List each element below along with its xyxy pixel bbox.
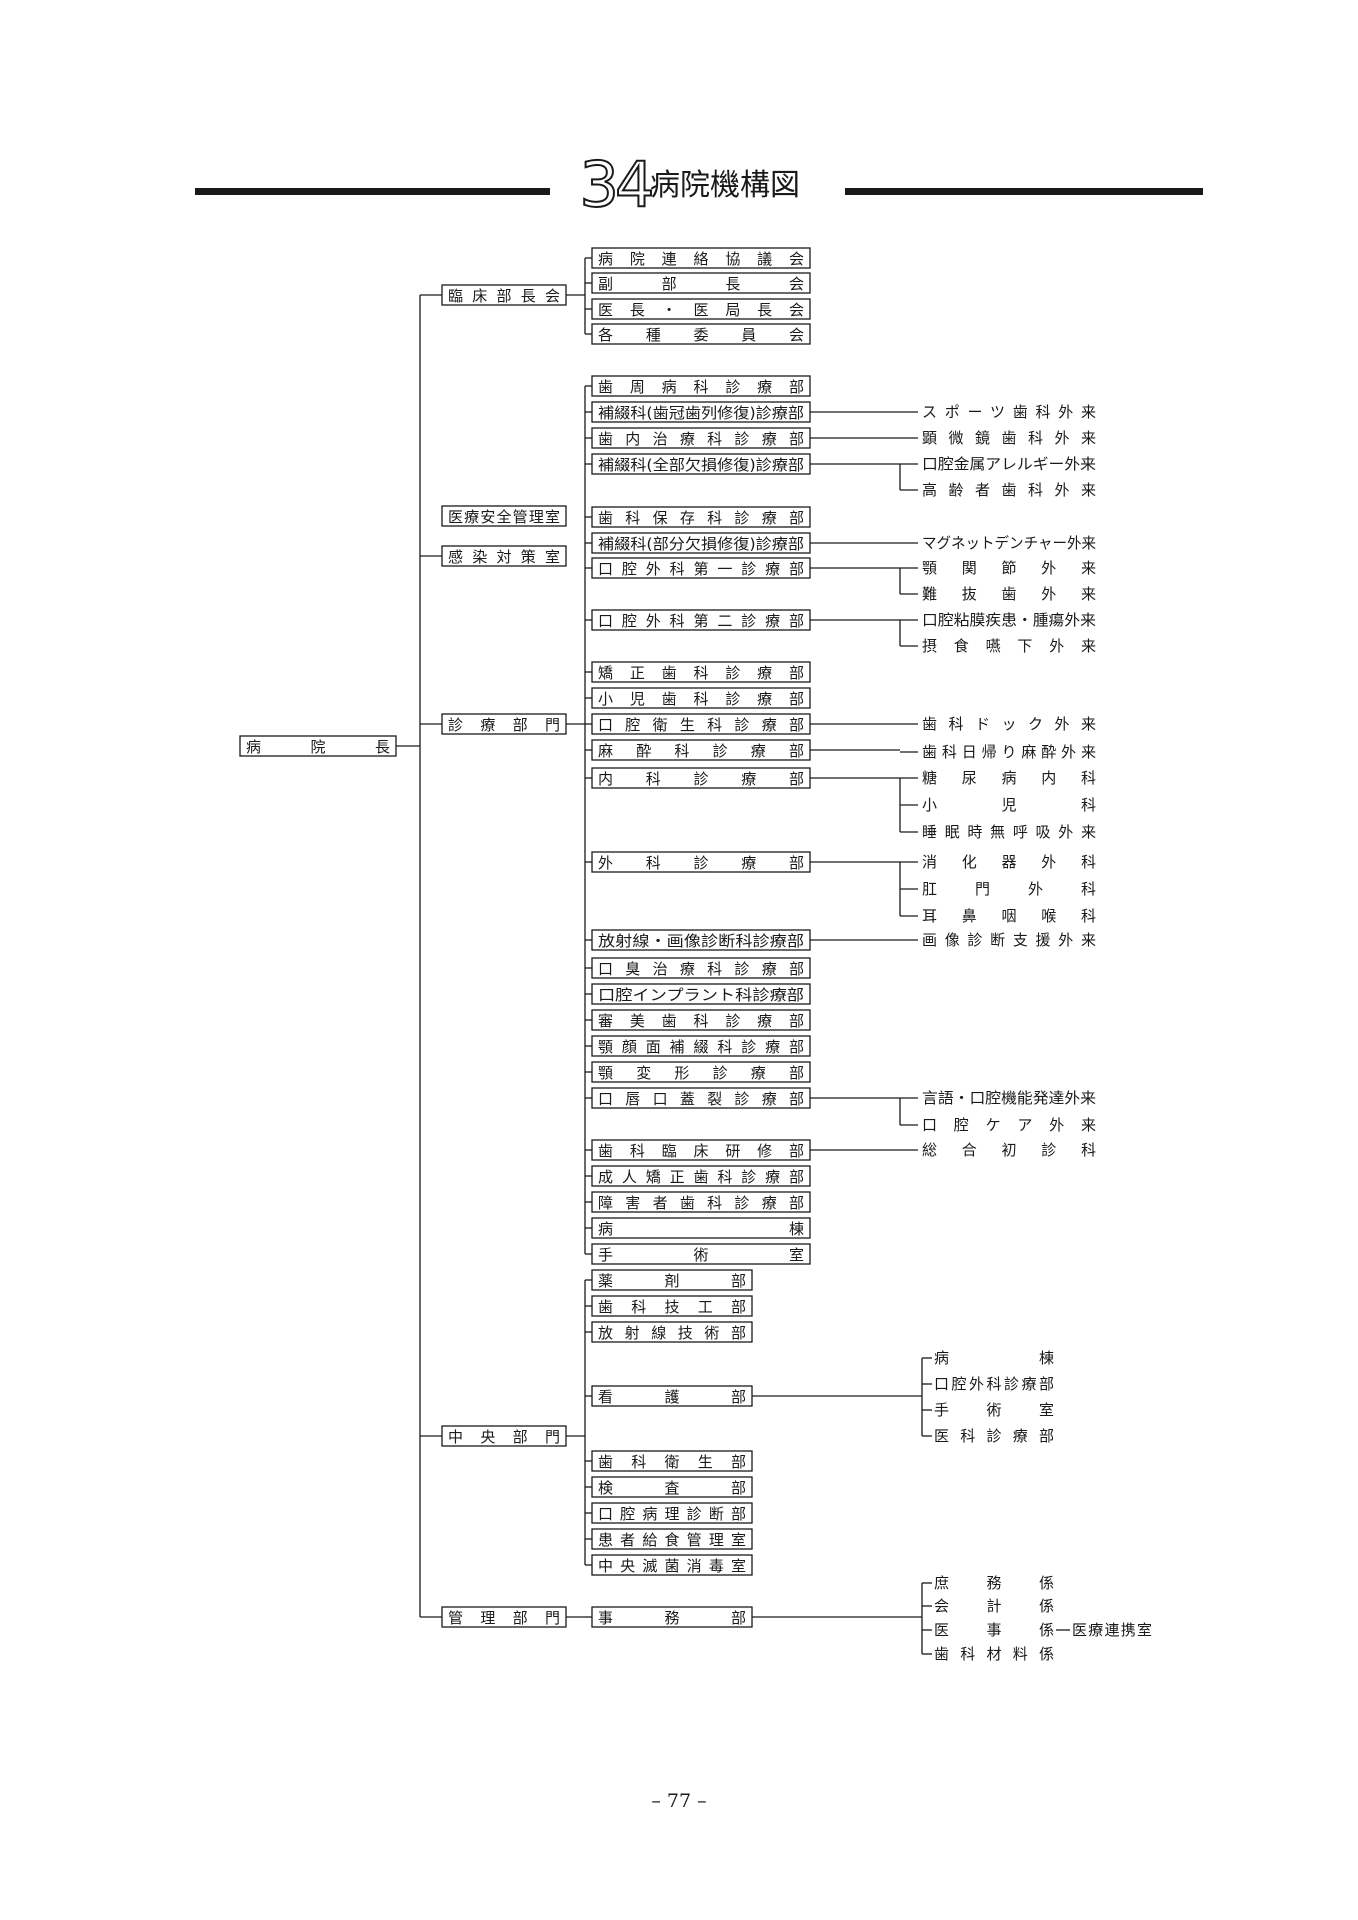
shinryo-child-item-label: 補綴科(部分欠損修復)診療部 — [598, 535, 804, 553]
jimu-label: 事 務 部 — [598, 1609, 746, 1627]
shinryo-child-item-box — [591, 661, 811, 683]
shinryo-child-item-box — [591, 1165, 811, 1187]
shinryo-child-item-label: 外科診療部 — [598, 854, 804, 872]
clinic-label: 言語・口腔機能発達外来 — [922, 1089, 1096, 1107]
shinryo-child-item-label: 成人矯正歯科診療部 — [598, 1168, 804, 1186]
shinryo-child-item-label: 顎顔面補綴科診療部 — [598, 1038, 804, 1056]
jimu-item-label: 歯科材料係 — [934, 1645, 1054, 1663]
chuo-child-item-box — [591, 1295, 753, 1317]
jimu-item-label: 庶務係 — [934, 1574, 1054, 1592]
page-header: 34 病院機構図 — [0, 0, 1358, 260]
shinryo-child-item-box — [591, 1191, 811, 1213]
rinsho-child-item-label: 各種委員会 — [598, 326, 804, 344]
chuo-child-item-label: 患者給食管理室 — [598, 1531, 746, 1549]
chuo-child-item-box — [591, 1476, 753, 1498]
clinic-label: マグネットデンチャー外来 — [922, 534, 1096, 552]
clinic-label: 高齢者歯科外来 — [922, 481, 1096, 499]
shinryo-child-item-box — [591, 1035, 811, 1057]
chuo-child-item-box — [591, 1554, 753, 1576]
clinic-label: 難抜歯外来 — [922, 585, 1096, 603]
kango-item-label: 医科診療部 — [934, 1427, 1054, 1445]
jimu-item-label: 医事係 — [934, 1621, 1054, 1639]
clinic-label: 歯科日帰り麻酔外来 — [922, 743, 1096, 761]
shinryo-child-item-label: 補綴科(全部欠損修復)診療部 — [598, 456, 804, 474]
dept-iryoanzen-label: 医療安全管理室 — [448, 508, 560, 526]
clinic-label: 歯科ドック外来 — [922, 715, 1096, 733]
shinryo-child-item-box — [591, 687, 811, 709]
clinic-label: 総合初診科 — [922, 1141, 1096, 1159]
clinic-label: スポーツ歯科外来 — [922, 403, 1096, 421]
kango-item-label: 病 棟 — [934, 1349, 1054, 1367]
dept-iryoanzen-box — [441, 505, 567, 527]
shinryo-child-item-box — [591, 1243, 811, 1265]
header-rule-right — [845, 188, 1203, 195]
jimu-item-label: 会計係 — [934, 1597, 1054, 1615]
kango-item-label: 口腔外科診療部 — [934, 1375, 1054, 1393]
chuo-child-item-label: 検 査 部 — [598, 1479, 746, 1497]
clinic-label: 消化器外科 — [922, 853, 1096, 871]
clinic-label: 口腔金属アレルギー外来 — [922, 455, 1096, 473]
dept-rinsho-label: 臨床部長会 — [448, 287, 560, 305]
chuo-child-item-box — [591, 1528, 753, 1550]
chuo-child-item-box — [591, 1321, 753, 1343]
chuo-child-item-box — [591, 1450, 753, 1472]
kango-item-label: 手 術 室 — [934, 1401, 1054, 1419]
shinryo-child-item-label: 口腔外科第二診療部 — [598, 612, 804, 630]
shinryo-child-item-box — [591, 1061, 811, 1083]
clinic-label: 耳鼻咽喉科 — [922, 907, 1096, 925]
clinic-label: 顕微鏡歯科外来 — [922, 429, 1096, 447]
shinryo-child-item-box — [591, 983, 811, 1005]
shinryo-child-item-box — [591, 1009, 811, 1031]
section-number: 34 — [579, 148, 656, 221]
shinryo-child-item-box — [591, 739, 811, 761]
shinryo-child-item-label: 手 術 室 — [598, 1246, 804, 1264]
clinic-label: 糖尿病内科 — [922, 769, 1096, 787]
clinic-label: 口腔ケア外来 — [922, 1116, 1096, 1134]
shinryo-child-item-box — [591, 375, 811, 397]
chuo-child-item-label: 看 護 部 — [598, 1388, 746, 1406]
rinsho-child-item-box — [591, 298, 811, 320]
clinic-label: 睡眠時無呼吸外来 — [922, 823, 1096, 841]
shinryo-child-item-label: 口腔インプラント科診療部 — [598, 986, 804, 1004]
rinsho-child-item-box — [591, 272, 811, 294]
clinic-label: 肛門外科 — [922, 880, 1096, 898]
shinryo-child-item-box — [591, 506, 811, 528]
chuo-child-item-label: 口腔病理診断部 — [598, 1505, 746, 1523]
shinryo-child-item-label: 放射線・画像診断科診療部 — [598, 932, 804, 950]
header-rule-left — [195, 188, 550, 195]
clinic-label: 顎関節外来 — [922, 559, 1096, 577]
rinsho-child-item-box — [591, 247, 811, 269]
chuo-child-item-label: 歯科衛生部 — [598, 1453, 746, 1471]
iji-child-label: 医療連携室 — [1072, 1621, 1152, 1639]
page-title: 病院機構図 — [650, 168, 800, 203]
shinryo-child-item-box — [591, 1217, 811, 1239]
shinryo-child-item-label: 補綴科(歯冠歯列修復)診療部 — [598, 404, 804, 422]
chuo-child-item-label: 歯科技工部 — [598, 1298, 746, 1316]
shinryo-child-item-label: 内科診療部 — [598, 770, 804, 788]
chuo-child-item-box — [591, 1502, 753, 1524]
shinryo-child-item-box — [591, 957, 811, 979]
shinryo-child-item-label: 口腔外科第一診療部 — [598, 560, 804, 578]
chuo-child-item-label: 中央滅菌消毒室 — [598, 1557, 746, 1575]
org-root-label: 病 院 長 — [246, 738, 390, 756]
chuo-child-item-box — [591, 1269, 753, 1291]
page-number: – 77 – — [651, 1790, 707, 1812]
dept-kansen-label: 感染対策室 — [448, 548, 560, 566]
chuo-child-item-label: 薬 剤 部 — [598, 1272, 746, 1290]
clinic-label: 画像診断支援外来 — [922, 931, 1096, 949]
clinic-label: 小 児 科 — [922, 796, 1096, 814]
dept-kansen-box — [441, 545, 567, 567]
clinic-label: 摂食嚥下外来 — [922, 637, 1096, 655]
clinic-label: 口腔粘膜疾患・腫瘍外来 — [922, 611, 1096, 629]
rinsho-child-item-box — [591, 323, 811, 345]
